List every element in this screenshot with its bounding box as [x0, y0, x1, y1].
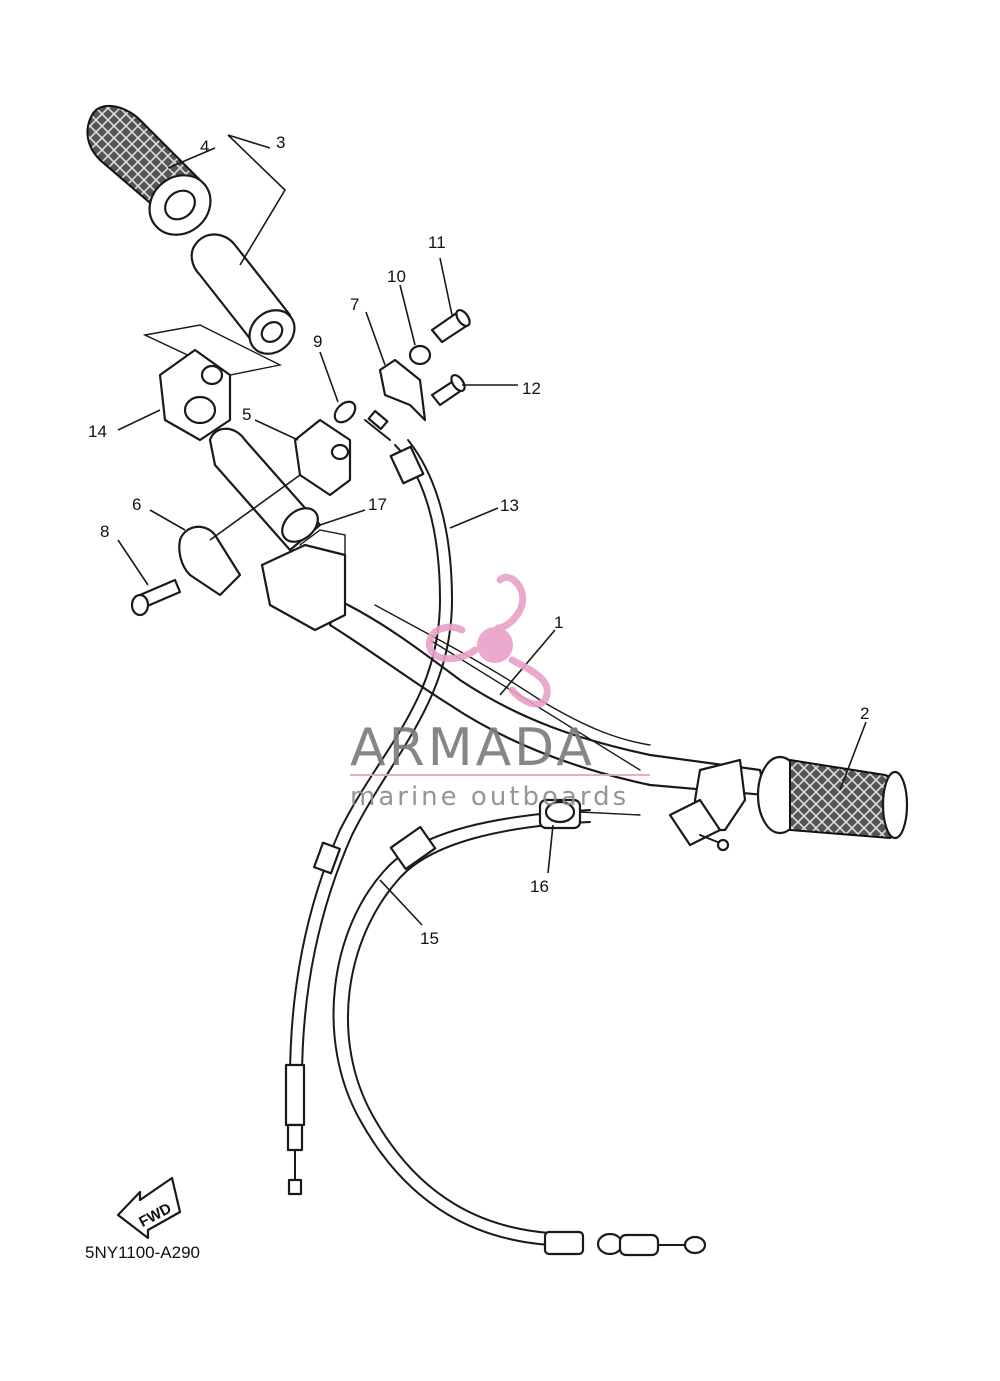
- callout-labels: 1 2 3 4 5 6 7 8 9 10 11 12 13 14 15 16 1…: [88, 133, 869, 948]
- watermark: ARMADA marine outboards: [350, 573, 650, 812]
- forward-arrow: FWD: [116, 1176, 182, 1240]
- callout-1: 1: [554, 613, 563, 632]
- callout-2: 2: [860, 704, 869, 723]
- callout-7: 7: [350, 295, 359, 314]
- propeller-logo-icon: [426, 573, 551, 708]
- collar: [408, 344, 432, 366]
- lever-bracket: [293, 418, 352, 497]
- cable-guide: [378, 358, 427, 422]
- right-grip: [756, 755, 909, 840]
- adjuster-nut: [333, 400, 391, 441]
- grip-sleeve: [208, 427, 322, 552]
- clamp: [178, 525, 242, 597]
- callout-8: 8: [100, 522, 109, 541]
- clutch-lever: [668, 758, 747, 852]
- clamp-bolt: [130, 578, 182, 617]
- cable-adjuster: [538, 798, 641, 830]
- callout-16: 16: [530, 877, 549, 896]
- screw-lower: [430, 373, 466, 407]
- diagram-code: 5NY1100-A290: [85, 1243, 200, 1262]
- callout-3: 3: [276, 133, 285, 152]
- throttle-cable: [284, 439, 453, 1196]
- screw-upper: [430, 308, 471, 344]
- callout-17: 17: [368, 495, 387, 514]
- callout-13: 13: [500, 496, 519, 515]
- clutch-holder: [260, 529, 347, 632]
- callout-9: 9: [313, 332, 322, 351]
- watermark-brand: ARMADA: [350, 718, 595, 778]
- throttle-housing: [142, 324, 283, 442]
- callout-12: 12: [522, 379, 541, 398]
- callout-10: 10: [387, 267, 406, 286]
- callout-4: 4: [200, 137, 209, 156]
- watermark-tagline: marine outboards: [350, 782, 629, 812]
- callout-14: 14: [88, 422, 107, 441]
- clutch-cable: [332, 809, 707, 1257]
- throttle-tube: [190, 233, 296, 355]
- callout-15: 15: [420, 929, 439, 948]
- callout-5: 5: [242, 405, 251, 424]
- callout-6: 6: [132, 495, 141, 514]
- callout-11: 11: [428, 233, 446, 252]
- leader-lines: [117, 134, 867, 926]
- left-grip: [86, 105, 212, 236]
